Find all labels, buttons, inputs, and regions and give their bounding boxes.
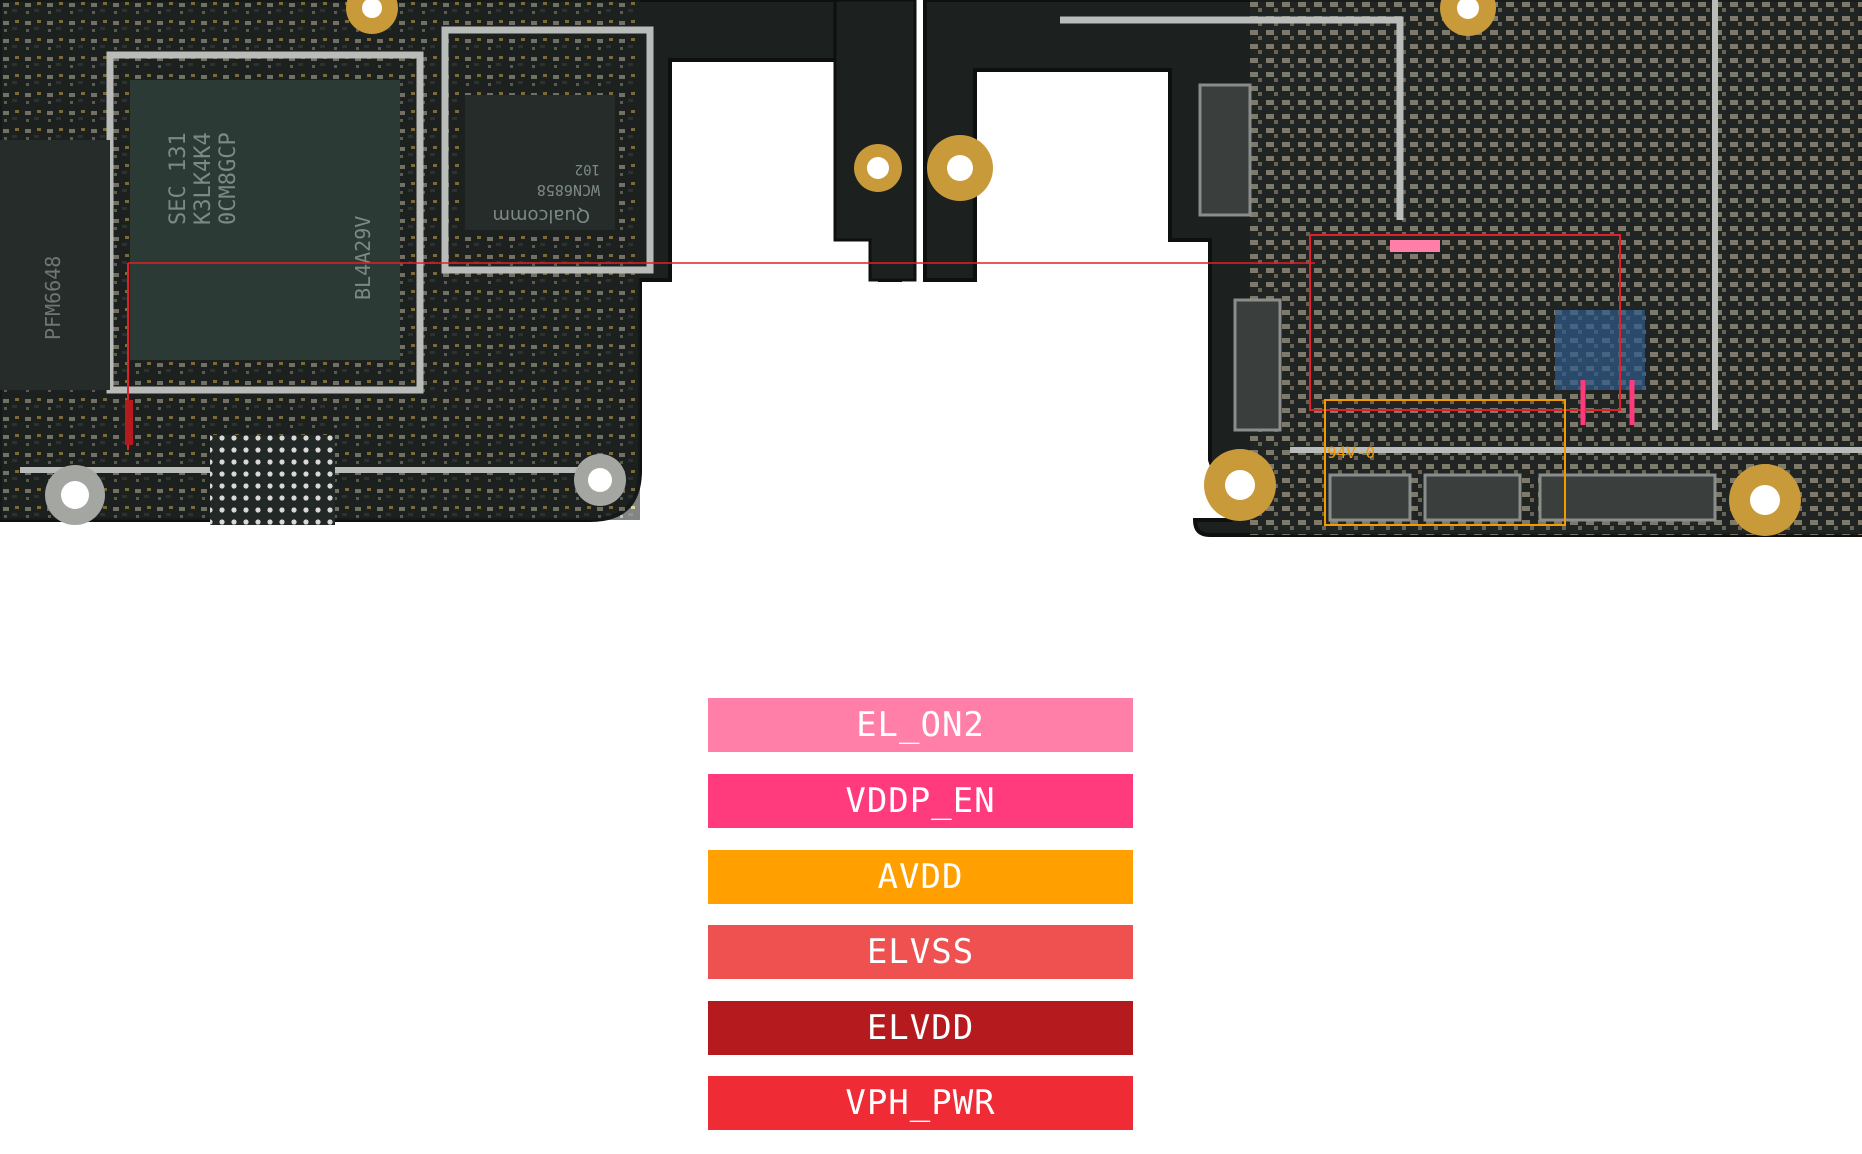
legend-el-on2: EL_ON2 [708, 698, 1133, 752]
gold-pad-arm-right [927, 135, 993, 201]
circuit-board-photo: SEC 131 K3LK4K4 0CM8GCP BL4A29V PFM6648 … [0, 0, 1862, 537]
right-board: 94V-0 [923, 0, 1862, 537]
screw-hole-left-2 [574, 454, 626, 506]
legend-elvdd: ELVDD [708, 1001, 1133, 1055]
legend-elvss: ELVSS [708, 925, 1133, 979]
gold-pad-top-right [1440, 0, 1496, 36]
left-edge-chip: PFM6648 [0, 140, 110, 390]
trace-region-vph-pwr [1309, 234, 1621, 411]
gold-pad-bottom-left [1204, 449, 1276, 521]
board-connector-bottom-1 [1328, 473, 1412, 522]
board-connector-top [1198, 83, 1252, 217]
legend-vddp-en: VDDP_EN [708, 774, 1133, 828]
memory-chip: SEC 131 K3LK4K4 0CM8GCP BL4A29V [130, 80, 400, 360]
left-board: SEC 131 K3LK4K4 0CM8GCP BL4A29V PFM6648 … [0, 0, 917, 525]
flex-marking: 94V-0 [1327, 443, 1375, 462]
memory-chip-line3: 0CM8GCP [216, 132, 241, 225]
board-connector-bottom-3 [1538, 473, 1717, 522]
left-edge-chip-label: PFM6648 [41, 256, 65, 340]
gold-pad-arm-left [854, 144, 902, 192]
pmic-chip [1555, 310, 1645, 390]
board-connector-middle [1233, 298, 1282, 432]
trace-region-avdd [1324, 399, 1566, 526]
qualcomm-part: WCN6858 [537, 181, 600, 199]
memory-chip-line1: SEC 131 [166, 132, 191, 225]
trace-elvdd-left [125, 400, 133, 445]
bga-ball-field [210, 435, 335, 525]
qualcomm-brand: Qualcomm [492, 205, 590, 226]
screw-hole-left [45, 465, 105, 525]
gold-pad-top-left [346, 0, 398, 34]
board-connector-bottom-2 [1423, 473, 1522, 522]
legend-vph-pwr: VPH_PWR [708, 1076, 1133, 1130]
legend-avdd: AVDD [708, 850, 1133, 904]
qualcomm-chip: Qualcomm WCN6858 102 [465, 95, 615, 230]
qualcomm-sub: 102 [575, 161, 600, 177]
rotated-part-label: BL4A29V [351, 216, 375, 300]
gold-pad-bottom-right [1729, 464, 1801, 536]
trace-el-on2 [1390, 240, 1440, 252]
memory-chip-line2: K3LK4K4 [191, 132, 216, 225]
